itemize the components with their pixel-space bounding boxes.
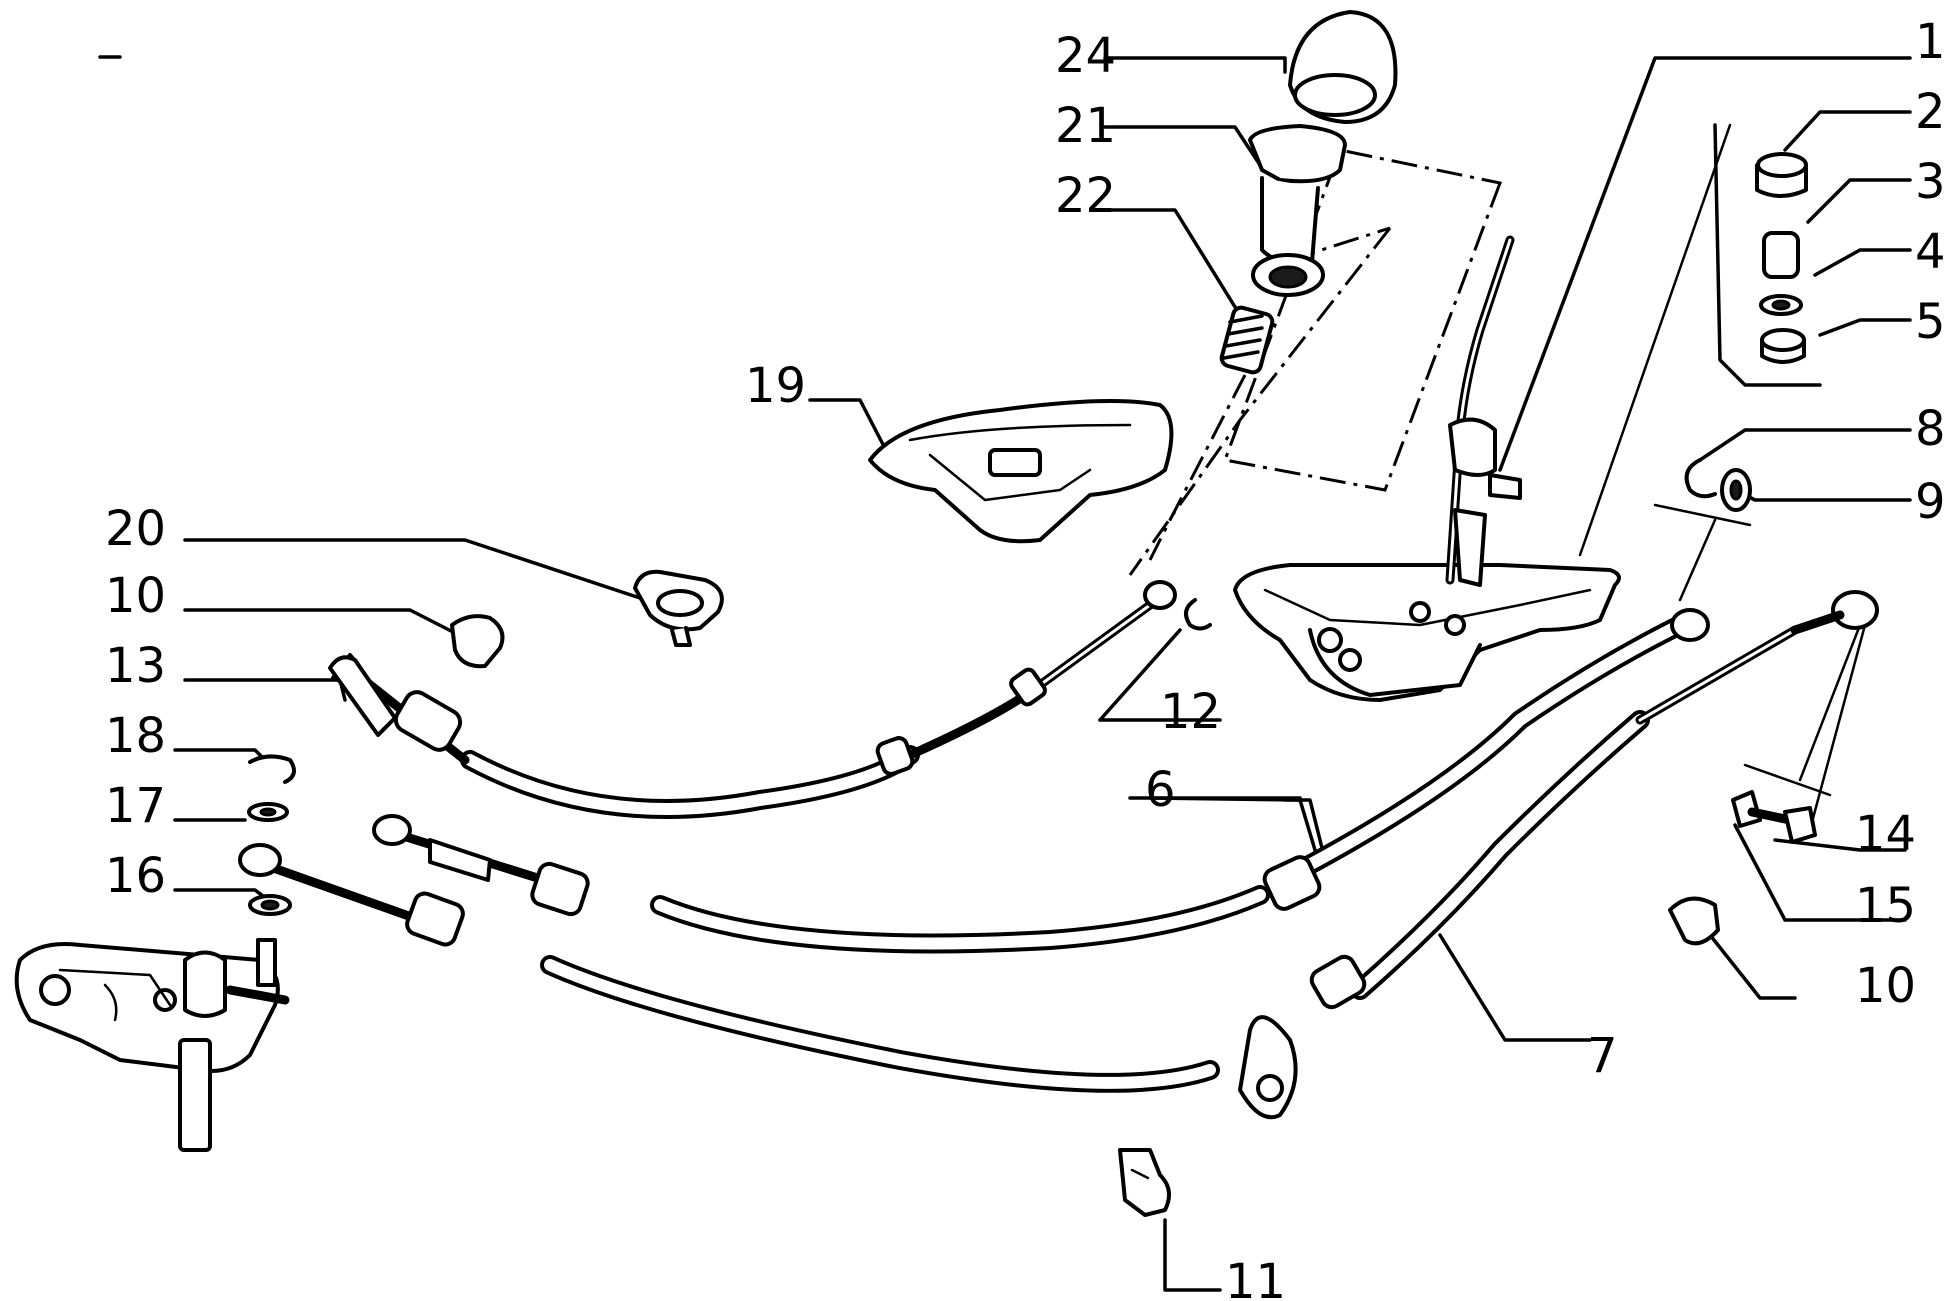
callout-10-right: 10 bbox=[1855, 958, 1916, 1014]
clip-11 bbox=[1118, 1148, 1171, 1217]
spring-22 bbox=[1219, 305, 1275, 375]
cable-end-20 bbox=[633, 569, 724, 647]
cable-6 bbox=[372, 608, 1710, 954]
knob-adapter-21 bbox=[1248, 124, 1347, 297]
callout-21: 21 bbox=[1055, 98, 1116, 154]
callout-9: 9 bbox=[1915, 474, 1946, 530]
cable-13 bbox=[328, 580, 1177, 819]
callout-3: 3 bbox=[1915, 154, 1946, 210]
clip-10-left bbox=[450, 614, 505, 669]
parts-2-5 bbox=[1755, 152, 1808, 364]
leader-lines bbox=[98, 55, 1912, 1292]
callout-19: 19 bbox=[745, 358, 806, 414]
callout-22: 22 bbox=[1055, 168, 1116, 224]
callout-24: 24 bbox=[1055, 28, 1116, 84]
callout-8: 8 bbox=[1915, 401, 1946, 457]
parts-16-18 bbox=[247, 754, 296, 916]
callout-4: 4 bbox=[1915, 224, 1946, 280]
callout-20: 20 bbox=[105, 501, 166, 557]
gearbox-linkage bbox=[14, 938, 290, 1152]
callout-2: 2 bbox=[1915, 84, 1946, 140]
callout-15: 15 bbox=[1855, 878, 1916, 934]
callout-12: 12 bbox=[1160, 684, 1221, 740]
callout-7: 7 bbox=[1587, 1028, 1618, 1084]
cable-7 bbox=[238, 590, 1879, 1120]
callout-labels: 24 21 22 19 20 10 13 18 17 16 12 6 7 11 … bbox=[105, 14, 1946, 1301]
clip-12 bbox=[1184, 598, 1212, 631]
shifter-assembly-1 bbox=[1233, 235, 1621, 702]
boot-tray-19 bbox=[868, 399, 1174, 544]
callout-10-left: 10 bbox=[105, 568, 166, 624]
callout-11: 11 bbox=[1225, 1254, 1286, 1301]
clips-8-9 bbox=[1684, 458, 1752, 512]
callout-13: 13 bbox=[105, 638, 166, 694]
callout-5: 5 bbox=[1915, 294, 1946, 350]
pointer-lines bbox=[1578, 123, 1867, 824]
callout-6: 6 bbox=[1145, 762, 1176, 818]
callout-18: 18 bbox=[105, 708, 166, 764]
gear-knob-24 bbox=[1288, 10, 1398, 124]
bolt-nut-14-15 bbox=[1731, 790, 1817, 844]
clip-10-right bbox=[1668, 896, 1720, 946]
callout-16: 16 bbox=[105, 848, 166, 904]
callout-1: 1 bbox=[1915, 14, 1946, 70]
callout-17: 17 bbox=[105, 778, 166, 834]
callout-14: 14 bbox=[1855, 806, 1916, 862]
